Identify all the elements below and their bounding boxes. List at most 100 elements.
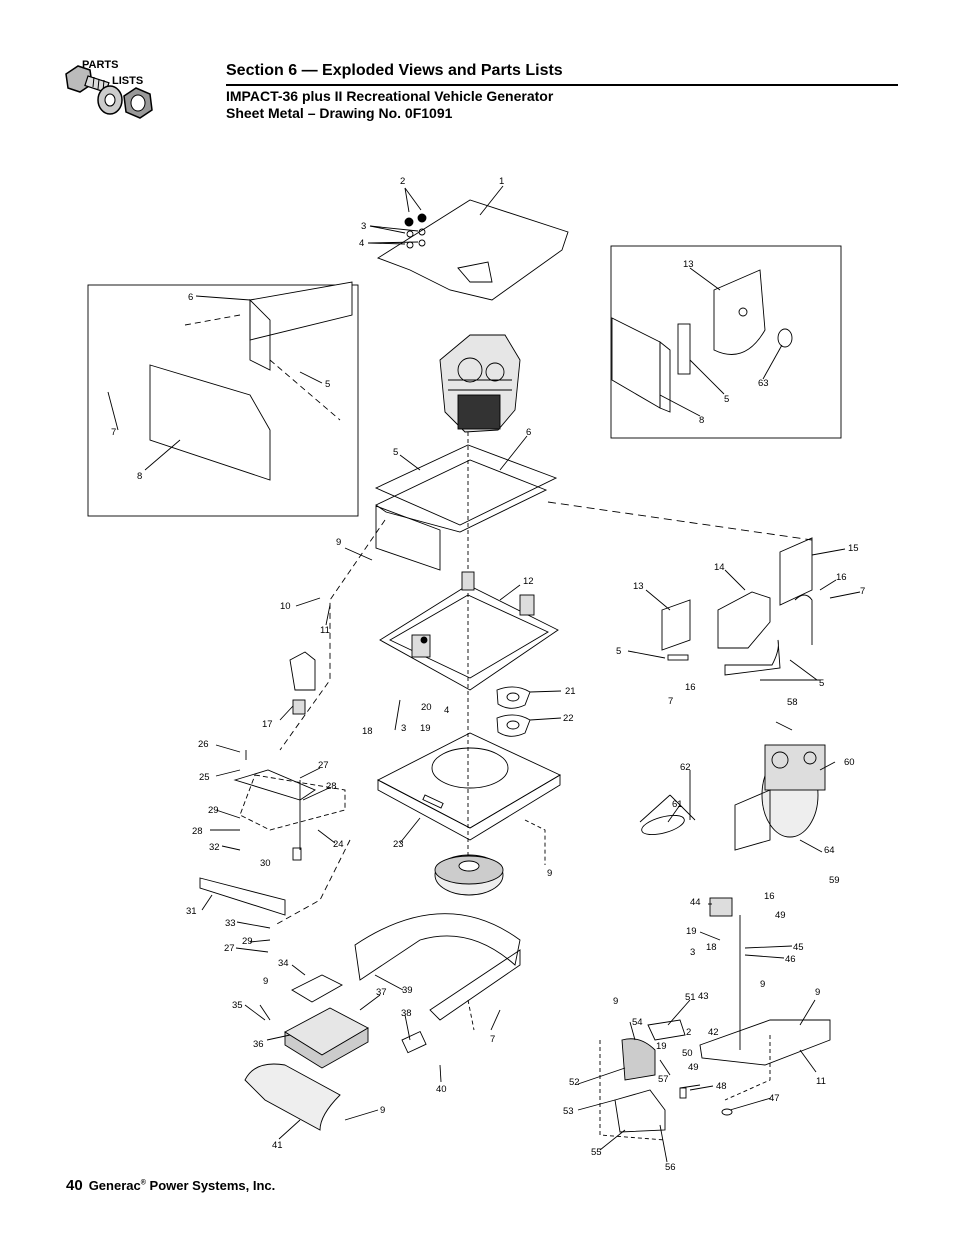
callout-54: 54 xyxy=(632,1017,643,1028)
registered-mark: ® xyxy=(140,1179,146,1187)
right-inset-frame xyxy=(610,245,842,439)
callout-29: 29 xyxy=(208,805,219,816)
callout-48: 48 xyxy=(716,1081,727,1092)
right-inset-panel xyxy=(611,317,661,409)
callout-6: 6 xyxy=(188,292,193,303)
callout-33: 33 xyxy=(225,918,236,929)
callout-23: 23 xyxy=(393,839,404,850)
callout-45: 45 xyxy=(793,942,804,953)
callout-9: 9 xyxy=(336,537,341,548)
callout-52: 52 xyxy=(569,1077,580,1088)
base-pan xyxy=(377,732,561,829)
callout-8: 8 xyxy=(699,415,704,426)
callout-12: 12 xyxy=(523,576,534,587)
callout-3: 3 xyxy=(690,947,695,958)
callout-51: 51 xyxy=(685,992,696,1003)
callout-5: 5 xyxy=(819,678,824,689)
callout-19: 19 xyxy=(656,1041,667,1052)
callout-3: 3 xyxy=(361,221,366,232)
callout-10: 10 xyxy=(280,601,291,612)
callout-3: 3 xyxy=(401,723,406,734)
callout-5: 5 xyxy=(616,646,621,657)
callout-62: 62 xyxy=(680,762,691,773)
company-name: Generac xyxy=(88,1178,141,1193)
callout-34: 34 xyxy=(278,958,289,969)
callout-4: 4 xyxy=(359,238,364,249)
callout-21: 21 xyxy=(565,686,576,697)
callout-31: 31 xyxy=(186,906,197,917)
callout-41: 41 xyxy=(272,1140,283,1151)
callout-55: 55 xyxy=(591,1147,602,1158)
callout-9: 9 xyxy=(547,868,552,879)
callout-7: 7 xyxy=(860,586,865,597)
header-rule xyxy=(226,84,898,86)
callout-60: 60 xyxy=(844,757,855,768)
callout-39: 39 xyxy=(402,985,413,996)
parts-lists-logo: PARTS LISTS xyxy=(58,56,162,130)
side-panel xyxy=(375,505,441,571)
callout-27: 27 xyxy=(318,760,329,771)
frame-rail xyxy=(379,584,559,691)
callout-5: 5 xyxy=(393,447,398,458)
callout-13: 13 xyxy=(633,581,644,592)
callout-49: 49 xyxy=(688,1062,699,1073)
callout-6: 6 xyxy=(526,427,531,438)
callout-29: 29 xyxy=(242,936,253,947)
callout-2: 2 xyxy=(686,1027,691,1038)
callout-64: 64 xyxy=(824,845,835,856)
callout-9: 9 xyxy=(613,996,618,1007)
callout-8: 8 xyxy=(137,471,142,482)
callout-36: 36 xyxy=(253,1039,264,1050)
callout-57: 57 xyxy=(658,1074,669,1085)
callout-56: 56 xyxy=(665,1162,676,1173)
callout-11: 11 xyxy=(320,625,330,636)
page-footer: 40 Generac® Power Systems, Inc. xyxy=(66,1177,275,1194)
callout-13: 13 xyxy=(683,259,694,270)
callout-18: 18 xyxy=(706,942,717,953)
callout-18: 18 xyxy=(362,726,373,737)
callout-49: 49 xyxy=(775,910,786,921)
callout-5: 5 xyxy=(325,379,330,390)
callout-14: 14 xyxy=(714,562,725,573)
callout-30: 30 xyxy=(260,858,271,869)
callout-44: 44 xyxy=(690,897,701,908)
callout-16: 16 xyxy=(764,891,775,902)
relay-box xyxy=(709,897,733,917)
callout-28: 28 xyxy=(192,826,203,837)
engine-block xyxy=(439,334,521,433)
callout-16: 16 xyxy=(685,682,696,693)
callout-7: 7 xyxy=(490,1034,495,1045)
callout-53: 53 xyxy=(563,1106,574,1117)
company-suffix: Power Systems, Inc. xyxy=(145,1178,276,1193)
model-title: IMPACT-36 plus II Recreational Vehicle G… xyxy=(226,88,554,104)
callout-43: 43 xyxy=(698,991,709,1002)
page-number: 40 xyxy=(66,1177,83,1194)
left-inset-panel xyxy=(149,364,271,481)
logo-lists-text: LISTS xyxy=(112,75,143,87)
callout-7: 7 xyxy=(111,427,116,438)
callout-7: 7 xyxy=(668,696,673,707)
upper-shroud xyxy=(374,444,558,526)
drawing-title: Sheet Metal – Drawing No. 0F1091 xyxy=(226,105,453,121)
callout-26: 26 xyxy=(198,739,209,750)
callout-5: 5 xyxy=(724,394,729,405)
callout-2: 2 xyxy=(400,176,405,187)
callout-38: 38 xyxy=(401,1008,412,1019)
hose-61 xyxy=(641,814,685,836)
callout-15: 15 xyxy=(848,543,859,554)
strap-31 xyxy=(199,877,286,916)
callout-19: 19 xyxy=(686,926,697,937)
callout-19: 19 xyxy=(420,723,431,734)
callout-1: 1 xyxy=(499,176,504,187)
blower-housing xyxy=(734,744,826,851)
callout-42: 42 xyxy=(708,1027,719,1038)
callout-63: 63 xyxy=(758,378,769,389)
callout-22: 22 xyxy=(563,713,574,724)
section-title: Section 6 — Exploded Views and Parts Lis… xyxy=(226,62,563,79)
callout-20: 20 xyxy=(421,702,432,713)
callout-9: 9 xyxy=(380,1105,385,1116)
left-inset-frame xyxy=(87,284,359,517)
callout-46: 46 xyxy=(785,954,796,965)
callout-50: 50 xyxy=(682,1048,693,1059)
callout-17: 17 xyxy=(262,719,273,730)
